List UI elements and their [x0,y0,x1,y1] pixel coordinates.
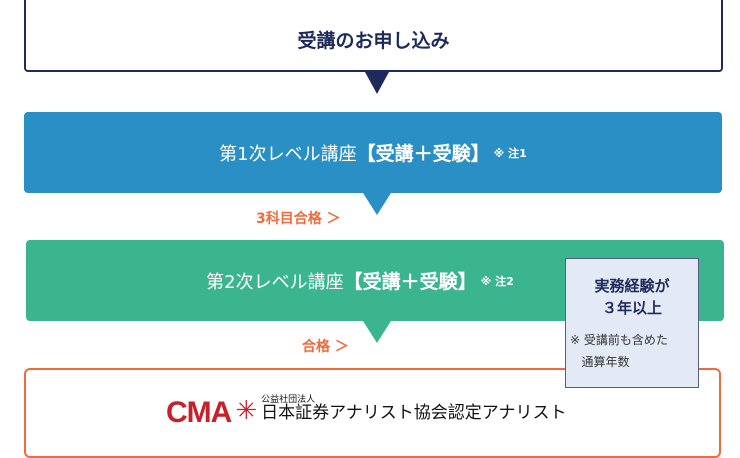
level1-bracket: 【受講＋受験】 [356,143,490,165]
cma-logo: CMA [166,396,232,429]
application-title: 受講のお申し込み [297,29,450,52]
arrow-down-icon [365,72,389,94]
experience-note2: 通算年数 [581,355,630,369]
org-title: 日本証券アナリスト協会認定アナリスト [261,403,567,424]
pass-label-1: 3科目合格 ＞ [256,211,341,227]
level1-note: ※ 注1 [493,146,527,160]
level2-bracket: 【受講＋受験】 [343,271,477,293]
experience-box: 実務経験が ３年以上 ※ 受講前も含めた 通算年数 [565,258,699,388]
level2-label: 第2次レベル講座 [206,271,344,293]
experience-note1: ※ 受講前も含めた [570,333,668,347]
org-type: 公益社団法人 [261,395,316,405]
pass-label-2: 合格 ＞ [302,339,349,355]
level1-box: 第1次レベル講座 【受講＋受験】 ※ 注1 [24,112,722,193]
level2-note: ※ 注2 [480,274,514,288]
org-name: 公益社団法人日本証券アナリスト協会認定アナリスト [261,395,567,424]
application-box: 受講のお申し込み [24,0,723,72]
level1-label: 第1次レベル講座 [219,143,357,165]
star-icon: ✳ [235,396,258,426]
experience-line1: 実務経験が [594,277,670,295]
arrow-down-icon [363,321,391,343]
arrow-down-icon [363,193,391,215]
experience-line2: ３年以上 [601,299,662,317]
